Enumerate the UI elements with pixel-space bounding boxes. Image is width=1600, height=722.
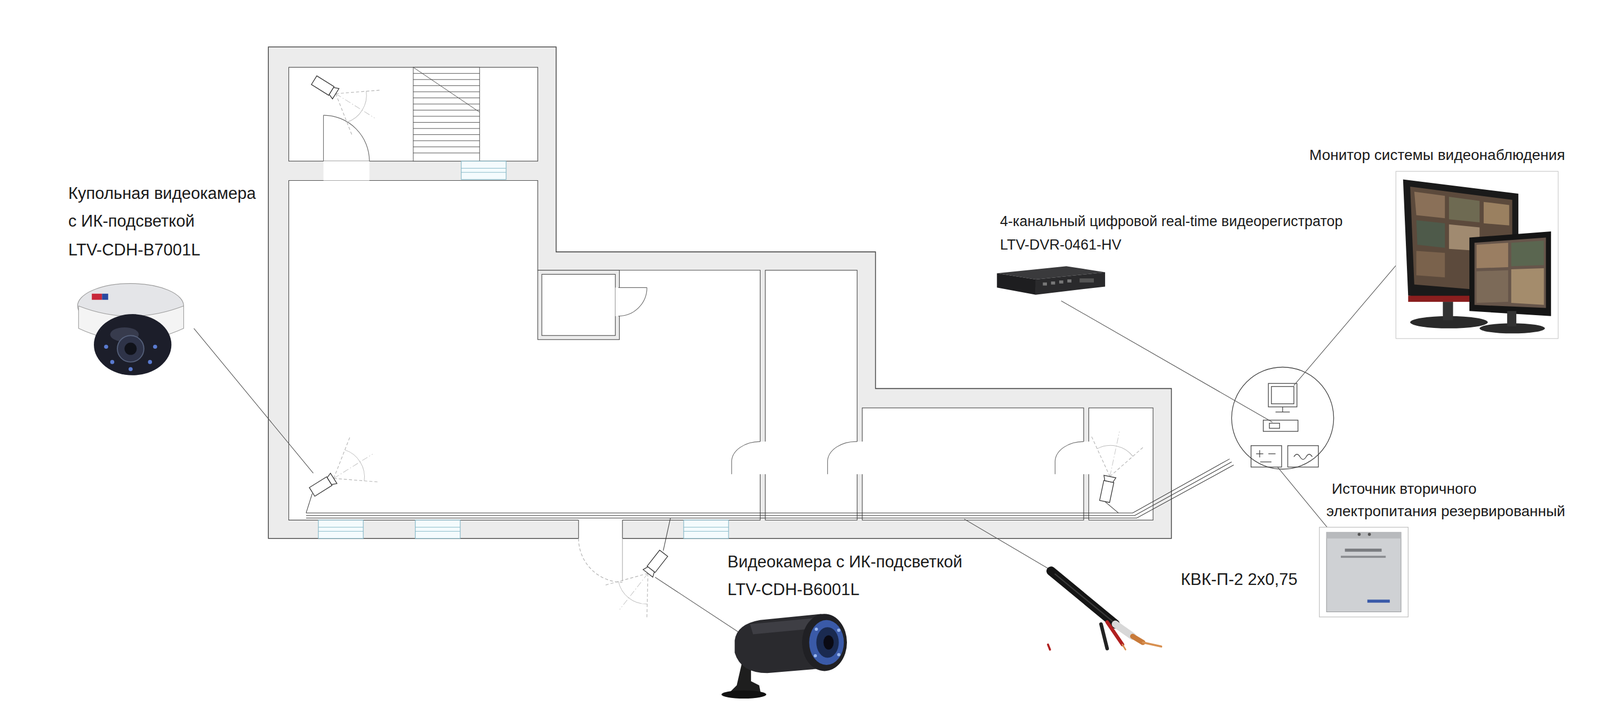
equipment-caption: Купольная видеокамера xyxy=(68,184,256,204)
cable-runs xyxy=(306,459,1234,551)
monitor-picture xyxy=(1395,171,1558,339)
equipment-caption: электропитания резервированный xyxy=(1326,502,1566,520)
stairs xyxy=(413,67,480,162)
model-number: LTV-DVR-0461-HV xyxy=(1000,236,1122,254)
cable-caption: КВК-П-2 2х0,75 xyxy=(1180,570,1298,590)
bullet-camera-picture xyxy=(721,613,847,699)
model-number: LTV-CDH-B6001L xyxy=(727,580,860,600)
doors xyxy=(323,115,1091,583)
building-walls xyxy=(268,46,1172,539)
coax-cable-picture xyxy=(1048,571,1162,650)
power-supply-picture xyxy=(1319,527,1408,618)
leader-lines xyxy=(194,262,1399,635)
equipment-caption: Видеокамера с ИК-подсветкой xyxy=(727,552,963,572)
model-number: LTV-CDH-B7001L xyxy=(68,240,201,260)
equipment-caption: 4-канальный цифровой real-time видеореги… xyxy=(1000,213,1343,230)
camera-symbols xyxy=(298,57,1146,626)
dvr-picture xyxy=(996,266,1106,295)
dome-camera-picture xyxy=(77,283,184,376)
windows xyxy=(318,161,729,539)
equipment-caption: Источник вторичного xyxy=(1331,480,1477,498)
equipment-caption: с ИК-подсветкой xyxy=(68,211,195,231)
equipment-caption: Монитор системы видеонаблюдения xyxy=(1309,146,1565,164)
control-post-symbol xyxy=(1231,366,1334,469)
